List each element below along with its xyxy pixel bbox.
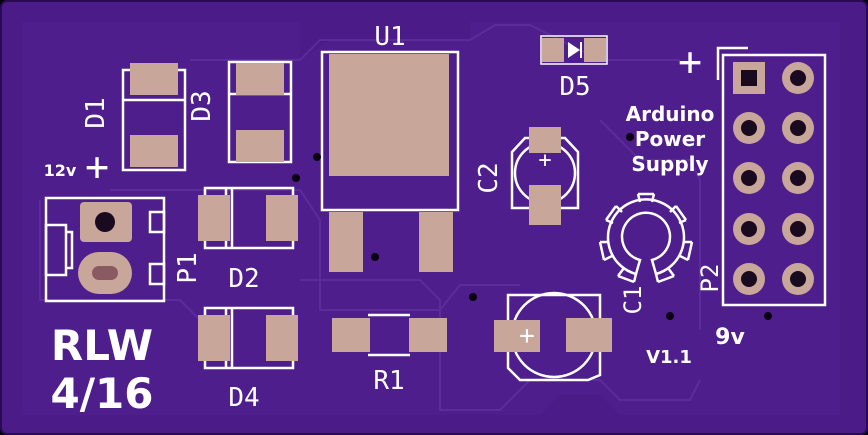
d5-pad-1 bbox=[542, 38, 564, 62]
input-plus-sign: + bbox=[85, 144, 109, 190]
open-hardware-logo bbox=[598, 192, 694, 284]
version-label: V1.1 bbox=[646, 347, 692, 368]
d5-diode-symbol bbox=[568, 42, 580, 58]
c1-plus-sign: + bbox=[519, 321, 535, 351]
d4-pad-2 bbox=[266, 315, 298, 361]
d4-label: D4 bbox=[228, 383, 259, 413]
r1-label: R1 bbox=[373, 366, 404, 396]
d5-label: D5 bbox=[559, 72, 590, 102]
c1-pad-minus bbox=[566, 318, 612, 352]
regulator-u1: U1 bbox=[320, 22, 460, 272]
d2-pad-2 bbox=[266, 195, 298, 241]
author-label: RLW bbox=[51, 321, 153, 370]
date-label: 4/16 bbox=[50, 369, 153, 418]
u1-label: U1 bbox=[374, 22, 405, 52]
title-line-1: Arduino bbox=[626, 102, 715, 126]
c1-label: C1 bbox=[619, 286, 647, 315]
c2-label: C2 bbox=[474, 162, 504, 193]
p2-pins bbox=[733, 62, 814, 295]
board-title: Arduino Power Supply bbox=[626, 102, 715, 176]
output-voltage-label: 9v bbox=[715, 325, 745, 350]
d1-pad-2 bbox=[130, 135, 178, 167]
c2-pad-minus bbox=[529, 185, 561, 225]
diode-d3: D3 bbox=[187, 60, 293, 164]
diode-d2: D2 bbox=[198, 186, 298, 294]
p2-pin-1-hole bbox=[741, 70, 757, 86]
d4-pad-1 bbox=[198, 315, 230, 361]
c2-pad-plus bbox=[529, 127, 561, 153]
diode-d5: D5 bbox=[540, 35, 608, 102]
r1-pad-2 bbox=[409, 318, 447, 352]
r1-pad-1 bbox=[332, 318, 370, 352]
d5-pad-2 bbox=[584, 38, 606, 62]
p2-outline bbox=[721, 53, 827, 307]
header-p2: + P2 bbox=[678, 39, 827, 307]
p2-label: P2 bbox=[696, 264, 724, 293]
d2-label: D2 bbox=[228, 264, 259, 294]
u1-outline bbox=[320, 50, 460, 212]
u1-pad-1 bbox=[329, 212, 363, 272]
diode-d4: D4 bbox=[198, 306, 298, 413]
capacitor-c1: + C1 bbox=[494, 286, 647, 382]
vias bbox=[292, 133, 772, 320]
title-line-3: Supply bbox=[631, 152, 708, 176]
d3-label: D3 bbox=[187, 90, 217, 121]
input-voltage-label: 12v bbox=[44, 161, 77, 180]
p2-plus-sign: + bbox=[678, 39, 702, 85]
d3-pad-1 bbox=[236, 63, 284, 95]
u1-tab-pad bbox=[329, 54, 449, 176]
diode-d1: D1 bbox=[81, 63, 187, 172]
title-line-2: Power bbox=[635, 127, 705, 151]
d5-outline bbox=[540, 35, 608, 65]
c2-outline bbox=[510, 136, 580, 210]
c1-pad-plus bbox=[494, 320, 540, 352]
c2-plus-sign: + bbox=[538, 148, 551, 173]
u1-pad-2 bbox=[419, 212, 453, 272]
connector-p1: P1 12v + bbox=[44, 144, 203, 303]
d2-pad-1 bbox=[198, 195, 230, 241]
c1-outline bbox=[506, 293, 602, 382]
d1-label: D1 bbox=[81, 97, 111, 128]
p1-label: P1 bbox=[173, 252, 203, 283]
capacitor-c2: + C2 bbox=[474, 127, 580, 225]
d3-pad-2 bbox=[236, 130, 284, 162]
d1-pad-1 bbox=[130, 63, 178, 95]
resistor-r1: R1 bbox=[332, 313, 447, 396]
